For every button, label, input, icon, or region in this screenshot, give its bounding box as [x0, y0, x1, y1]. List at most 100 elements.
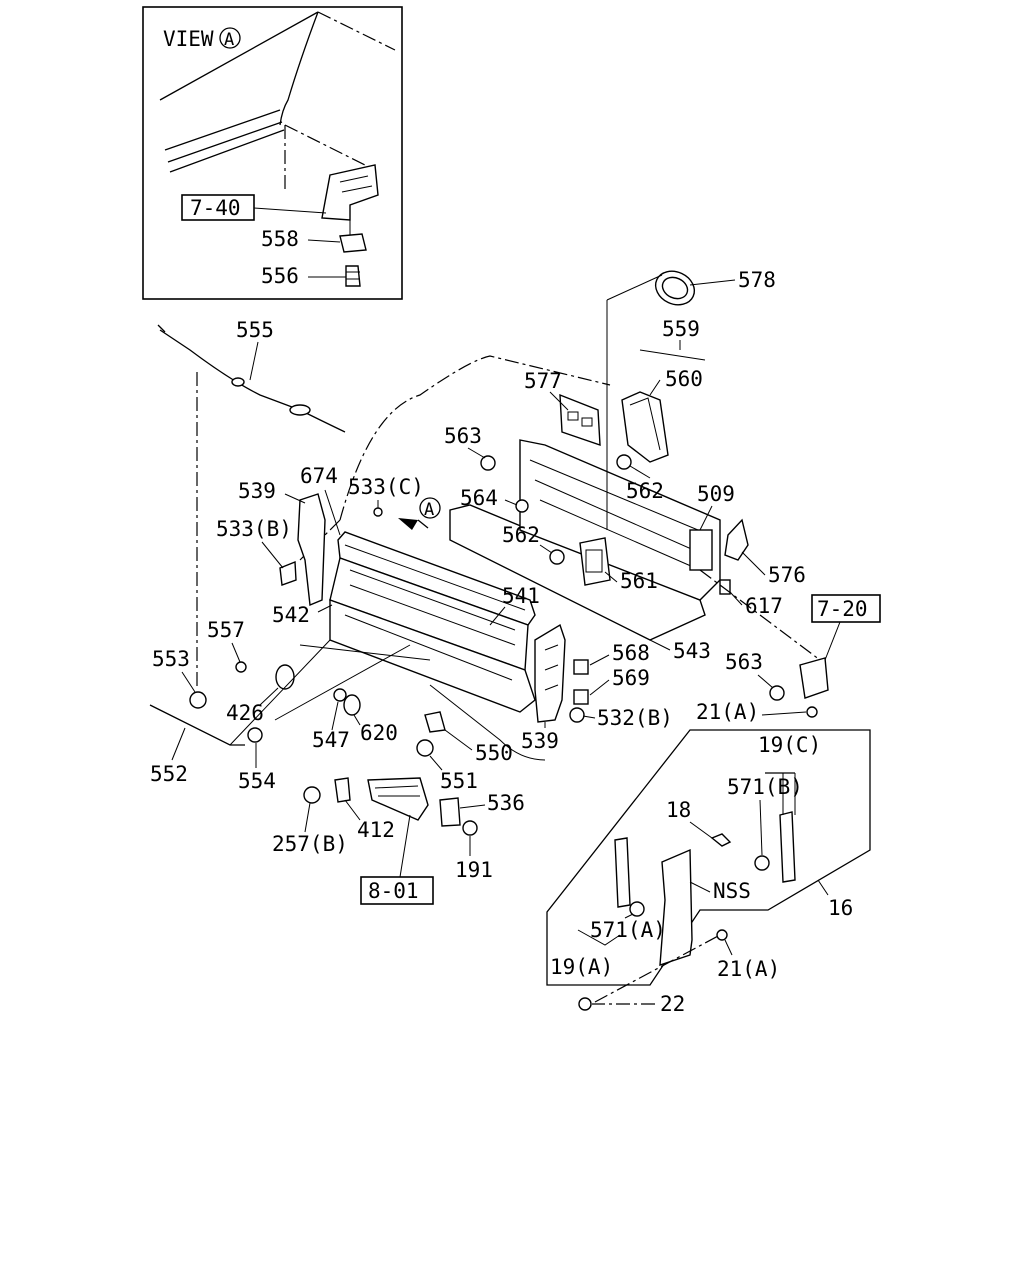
callout-542: 542	[272, 603, 310, 627]
bolt-257b	[303, 786, 321, 804]
leader-426	[259, 687, 279, 706]
inset-roof-line	[159, 11, 319, 101]
inset-ref-box[interactable]	[181, 194, 255, 221]
leader-539-a	[284, 493, 306, 504]
view-a-arrow-icon	[398, 518, 418, 530]
nut-564	[515, 499, 529, 513]
dash-7-20	[699, 569, 821, 661]
part-617	[719, 579, 731, 595]
leader-560	[649, 379, 661, 396]
ref-box-8-01-label: 8-01	[368, 879, 419, 903]
callout-553: 553	[152, 647, 190, 671]
bracket-539-left	[297, 493, 326, 607]
leader-542	[317, 604, 333, 613]
callout-533b: 533(B)	[216, 517, 292, 541]
leader-412	[344, 799, 361, 821]
leader-577	[549, 391, 569, 411]
bolt-563-a	[480, 455, 496, 471]
dash-22	[594, 934, 721, 1003]
bracket-539-right	[534, 623, 566, 723]
callout-555: 555	[236, 318, 274, 342]
callout-541: 541	[502, 584, 540, 608]
view-a-arrow-tail	[417, 519, 429, 529]
inset-pillar	[279, 11, 319, 126]
clip-533c	[373, 507, 383, 517]
leader-576	[741, 551, 766, 576]
callout-21a-upper: 21(A)	[696, 700, 759, 724]
ref-box-7-20-label: 7-20	[817, 597, 868, 621]
inset-ref-leader	[253, 207, 327, 214]
bracket-561	[579, 537, 611, 586]
grommet-578-inner	[661, 276, 689, 300]
inset-leader-558	[307, 239, 341, 243]
inset-panel-line-3	[169, 129, 285, 173]
callout-191: 191	[455, 858, 493, 882]
leader-571b	[759, 799, 763, 856]
bracket-550	[424, 711, 446, 733]
callout-509: 509	[697, 482, 735, 506]
callout-22: 22	[660, 992, 685, 1016]
rod-552	[149, 704, 245, 746]
plug-620	[343, 694, 361, 716]
callout-18: 18	[666, 798, 691, 822]
callout-563-b: 563	[725, 650, 763, 674]
bolt-551	[416, 739, 434, 757]
clip-557	[235, 661, 247, 673]
callout-536: 536	[487, 791, 525, 815]
leader-550	[444, 729, 473, 751]
leader-571a	[624, 913, 634, 919]
grille-edge	[344, 544, 526, 611]
inset-panel-line-2	[167, 121, 283, 163]
leader-562-a	[629, 465, 651, 479]
callout-571b: 571(B)	[727, 775, 803, 799]
inset-callout-556: 556	[261, 264, 299, 288]
panel-509-ribs	[529, 459, 711, 571]
line-mid	[299, 644, 431, 661]
leader-257b	[304, 802, 311, 833]
bracket-577	[559, 393, 601, 446]
view-a-marker-letter: A	[424, 500, 434, 520]
bracket-577-slot-2	[581, 417, 593, 427]
callout-21a-lower: 21(A)	[717, 957, 780, 981]
bracket-7-20	[799, 657, 829, 699]
callout-561: 561	[620, 569, 658, 593]
callout-568: 568	[612, 641, 650, 665]
callout-562-a: 562	[626, 479, 664, 503]
leader-509	[699, 505, 713, 531]
callout-617: 617	[745, 594, 783, 618]
bracket-577-slot	[567, 411, 579, 421]
rod-links	[229, 639, 411, 746]
cover-560-inner	[629, 397, 661, 451]
callout-19c: 19(C)	[758, 733, 821, 757]
ref-box-7-20[interactable]	[811, 594, 881, 623]
leader-21a-upper	[761, 711, 807, 716]
callout-543: 543	[673, 639, 711, 663]
bolt-191	[462, 820, 478, 836]
bolt-562-a	[616, 454, 632, 470]
grille-slats	[344, 569, 516, 681]
cable-555-clip	[231, 377, 245, 387]
main-assembly	[149, 270, 829, 836]
callout-674: 674	[300, 464, 338, 488]
leader-578-frame	[606, 274, 663, 530]
clip-547	[333, 688, 347, 702]
grommet-571b	[754, 855, 770, 871]
leader-543	[649, 639, 671, 651]
leader-nss	[689, 881, 711, 893]
clip-569	[573, 689, 589, 705]
frame-543	[449, 504, 706, 641]
callout-532b: 532(B)	[597, 706, 673, 730]
leader-563-b	[757, 674, 774, 689]
callout-577: 577	[524, 369, 562, 393]
leader-536	[459, 804, 486, 809]
cable-555-sleeve	[289, 404, 311, 416]
bracket-536	[439, 797, 461, 827]
bracket-539-right-detail	[544, 644, 559, 691]
ref-box-8-01[interactable]	[360, 876, 434, 905]
cover-560	[621, 391, 669, 463]
callout-560: 560	[665, 367, 703, 391]
callout-19a: 19(A)	[550, 955, 613, 979]
clip-21a-upper	[806, 706, 818, 718]
bracket-412	[334, 777, 351, 803]
inset-callout-558: 558	[261, 227, 299, 251]
